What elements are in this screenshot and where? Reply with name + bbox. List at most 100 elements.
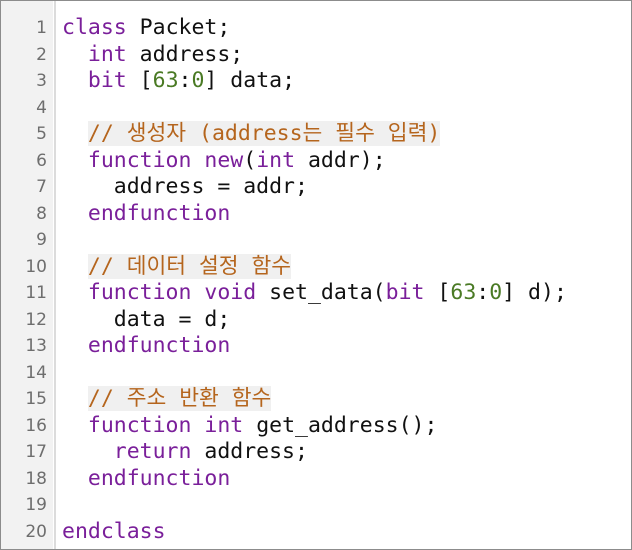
indent [62, 121, 88, 146]
gutter-divider [54, 1, 56, 549]
code-text[interactable]: function int get_address(); [62, 412, 438, 440]
indent [62, 42, 88, 67]
code-line[interactable]: 20 endclass [1, 519, 631, 546]
line-number: 17 [25, 442, 47, 462]
type-bit-token: bit [87, 68, 127, 93]
space-token [191, 148, 204, 173]
indent [62, 386, 88, 411]
code-line[interactable]: 3 bit [63:0] data; [1, 68, 631, 95]
punct-token: [ [126, 68, 153, 93]
line-number: 11 [25, 283, 47, 303]
type-int-token: int [256, 147, 296, 173]
line-number: 8 [36, 203, 47, 224]
code-line[interactable]: 5 // 생성자 (address는 필수 입력) [1, 121, 631, 148]
code-text[interactable]: function new(int addr); [62, 148, 386, 175]
line-number: 6 [36, 150, 47, 171]
punct-token: : [476, 280, 490, 305]
line-number: 3 [36, 71, 47, 91]
line-number: 1 [36, 18, 47, 38]
punct-token: : [178, 68, 192, 93]
code-line[interactable]: 9 [1, 227, 631, 254]
keyword-endfunction-token: endfunction [87, 200, 231, 226]
code-line[interactable]: 12 data = d; [1, 307, 631, 334]
indent [62, 333, 88, 358]
keyword-endfunction-token: endfunction [87, 333, 231, 358]
line-number: 16 [25, 415, 47, 436]
indent [62, 254, 88, 279]
indent [62, 413, 88, 438]
code-line[interactable]: 19 [1, 492, 631, 519]
code-text[interactable]: // 생성자 (address는 필수 입력) [62, 121, 441, 148]
code-text[interactable]: return address; [62, 439, 308, 466]
keyword-return-token: return [113, 439, 192, 464]
number-token: 0 [191, 68, 205, 93]
line-number: 18 [25, 468, 47, 489]
line-number: 9 [36, 230, 47, 250]
code-line[interactable]: 4 [1, 95, 631, 122]
code-text[interactable]: endclass [62, 519, 166, 546]
code-line[interactable]: 17 return address; [1, 439, 631, 466]
indent [62, 439, 114, 464]
space-token [191, 413, 204, 438]
comment-token: // 생성자 (address는 필수 입력) [87, 121, 441, 146]
code-text[interactable]: function void set_data(bit [63:0] d); [62, 280, 567, 307]
type-int-token: int [204, 412, 244, 438]
number-token: 63 [152, 68, 179, 93]
identifier-token: Packet; [126, 15, 231, 40]
indent [62, 280, 88, 305]
identifier-token: set_data( [256, 280, 386, 305]
indent [62, 148, 88, 173]
type-int-token: int [87, 41, 127, 67]
code-line[interactable]: 10 // 데이터 설정 함수 [1, 253, 631, 281]
code-line[interactable]: 8 endfunction [1, 201, 631, 228]
code-line[interactable]: 11 function void set_data(bit [63:0] d); [1, 280, 631, 307]
statement-token: address = addr; [113, 174, 308, 199]
space-token [191, 280, 204, 305]
line-number: 5 [36, 124, 47, 144]
identifier-token: ] d); [502, 280, 567, 305]
code-text[interactable]: endfunction [62, 201, 230, 228]
code-line[interactable]: 15 // 주소 반환 함수 [1, 386, 631, 413]
type-void-token: void [204, 280, 257, 305]
line-number: 19 [25, 495, 47, 515]
code-text[interactable]: bit [63:0] data; [62, 68, 295, 95]
code-line[interactable]: 6 function new(int addr); [1, 148, 631, 175]
code-line[interactable]: 7 address = addr; [1, 174, 631, 201]
identifier-token: address; [126, 41, 244, 67]
line-number-gutter [1, 1, 53, 549]
keyword-endfunction-token: endfunction [87, 465, 231, 491]
indent [62, 466, 88, 491]
code-text[interactable]: // 주소 반환 함수 [62, 386, 272, 413]
code-line[interactable]: 1 class Packet; [1, 15, 631, 42]
line-number: 15 [25, 389, 47, 409]
code-line[interactable]: 13 endfunction [1, 333, 631, 360]
code-line[interactable]: 2 int address; [1, 42, 631, 69]
line-number: 20 [25, 521, 47, 542]
code-text[interactable]: class Packet; [62, 15, 230, 42]
number-token: 0 [489, 280, 503, 305]
code-text[interactable]: data = d; [62, 307, 231, 334]
identifier-token: addr); [295, 147, 386, 173]
line-number: 2 [36, 44, 47, 65]
code-line[interactable]: 18 endfunction [1, 466, 631, 493]
code-text[interactable]: endfunction [62, 466, 230, 493]
indent [62, 201, 88, 226]
code-line[interactable]: 14 [1, 360, 631, 387]
comment-token: // 주소 반환 함수 [87, 386, 272, 411]
indent [62, 174, 114, 199]
code-line[interactable]: 16 function int get_address(); [1, 413, 631, 440]
code-text[interactable]: address = addr; [62, 174, 308, 201]
keyword-class-token: class [62, 15, 127, 40]
identifier-token: get_address(); [243, 412, 438, 438]
number-token: 63 [450, 280, 477, 305]
type-bit-token: bit [385, 280, 425, 305]
keyword-function-token: function [87, 280, 192, 305]
keyword-function-token: function [87, 412, 192, 438]
code-text[interactable]: endfunction [62, 333, 230, 360]
line-number: 13 [25, 336, 47, 356]
line-number: 10 [25, 256, 47, 277]
code-text[interactable]: int address; [62, 42, 243, 69]
code-text[interactable]: // 데이터 설정 함수 [62, 253, 292, 281]
